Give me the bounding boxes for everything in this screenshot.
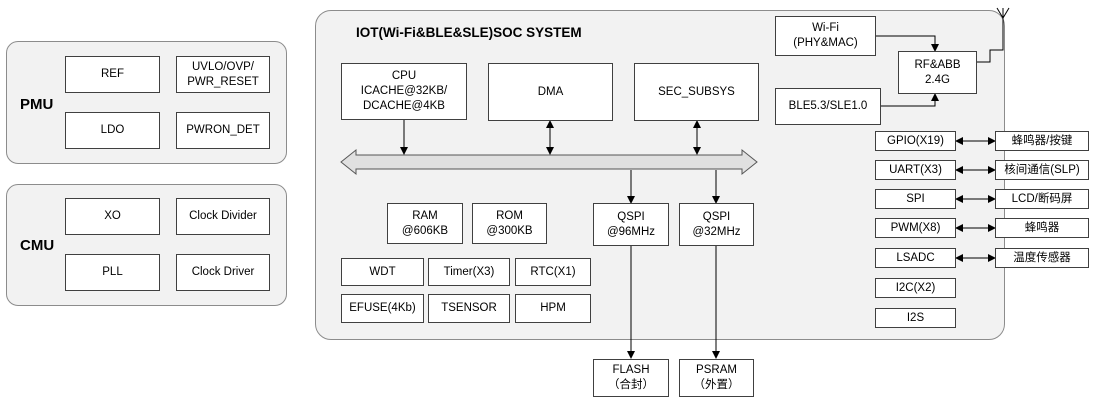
- spi-block: SPI: [875, 189, 956, 209]
- cpu-block: CPU ICACHE@32KB/ DCACHE@4KB: [341, 63, 467, 120]
- uvlo-ovp-pwr-reset-block: UVLO/OVP/ PWR_RESET: [176, 56, 270, 93]
- pll-block: PLL: [65, 254, 160, 291]
- cmu-title: CMU: [20, 237, 55, 254]
- lsadc-block: LSADC: [875, 248, 956, 268]
- rom-block: ROM @300KB: [472, 203, 547, 244]
- xo-block: XO: [65, 198, 160, 235]
- ext-gpio-device: 蜂鸣器/按键: [995, 131, 1089, 151]
- gpio-block: GPIO(X19): [875, 131, 956, 151]
- rtc-block: RTC(X1): [515, 258, 591, 286]
- pwron-det-block: PWRON_DET: [176, 112, 270, 149]
- timer-block: Timer(X3): [428, 258, 510, 286]
- qspi-96mhz-block: QSPI @96MHz: [593, 203, 669, 246]
- ext-lsadc-device: 温度传感器: [995, 248, 1089, 268]
- ext-uart-device: 核间通信(SLP): [995, 160, 1089, 180]
- uart-block: UART(X3): [875, 160, 956, 180]
- dma-block: DMA: [488, 63, 613, 121]
- i2c-block: I2C(X2): [875, 278, 956, 298]
- rf-abb-block: RF&ABB 2.4G: [898, 51, 977, 94]
- sec-subsys-block: SEC_SUBSYS: [634, 63, 759, 121]
- ref-block: REF: [65, 56, 160, 93]
- wdt-block: WDT: [341, 258, 424, 286]
- clock-driver-block: Clock Driver: [176, 254, 270, 291]
- hpm-block: HPM: [515, 294, 591, 323]
- tsensor-block: TSENSOR: [428, 294, 510, 323]
- psram-block: PSRAM （外置）: [679, 359, 754, 397]
- system-bus-arrow: [340, 148, 758, 176]
- qspi-32mhz-block: QSPI @32MHz: [679, 203, 754, 246]
- clock-divider-block: Clock Divider: [176, 198, 270, 235]
- ble-sle-block: BLE5.3/SLE1.0: [775, 88, 881, 125]
- ram-block: RAM @606KB: [387, 203, 463, 244]
- efuse-block: EFUSE(4Kb): [341, 294, 424, 323]
- ext-pwm-device: 蜂鸣器: [995, 218, 1089, 238]
- i2s-block: I2S: [875, 308, 956, 328]
- flash-block: FLASH （合封）: [593, 359, 669, 397]
- ext-spi-device: LCD/断码屏: [995, 189, 1089, 209]
- pwm-block: PWM(X8): [875, 218, 956, 238]
- ldo-block: LDO: [65, 112, 160, 149]
- pmu-title: PMU: [20, 96, 54, 113]
- soc-title: IOT(Wi-Fi&BLE&SLE)SOC SYSTEM: [356, 25, 582, 40]
- wifi-phy-mac-block: Wi-Fi (PHY&MAC): [775, 16, 876, 56]
